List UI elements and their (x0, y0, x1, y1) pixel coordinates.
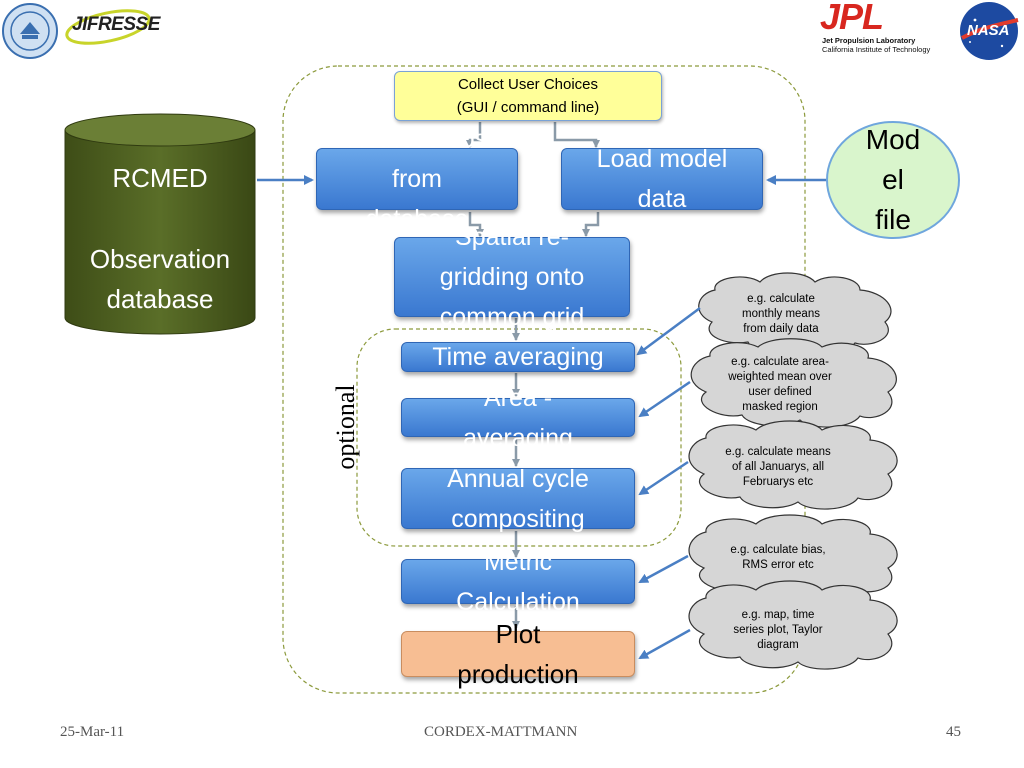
note-plot-types: e.g. map, time series plot, Taylor diagr… (708, 603, 848, 657)
model-file-line2: el (882, 164, 904, 195)
nasa-logo-text: NASA (967, 22, 1010, 39)
note2-line1: e.g. calculate area- (731, 356, 829, 368)
metric-calculation-box: Metric Calculation (401, 548, 635, 616)
time-averaging-box: Time averaging (401, 342, 635, 372)
retrieve-line2: from (392, 165, 442, 193)
note-bias-rms: e.g. calculate bias, RMS error etc (708, 538, 848, 578)
note5-line2: series plot, Taylor (733, 623, 823, 636)
spatial-regridding-box: Spatial re- gridding onto common grid (394, 223, 630, 331)
time-line1: Time averaging (432, 343, 604, 371)
arrow-note1-to-time (636, 306, 701, 356)
plot-line2: production (457, 659, 579, 689)
retrieve-obs-box: Retrieve obs from database (316, 125, 518, 233)
database-label: RCMED Observation database (65, 158, 255, 319)
retrieve-line3: database (365, 205, 469, 233)
jpl-logo-line1: Jet Propulsion Laboratory (822, 36, 916, 45)
footer-page-number: 45 (946, 724, 961, 740)
cloud-note-2 (690, 338, 897, 428)
plot-production-box: Plot production (401, 619, 635, 689)
regrid-line1: Spatial re- (455, 223, 569, 251)
cloud-note-3 (688, 420, 898, 510)
annual-cycle-box: Annual cycle compositing (401, 465, 635, 533)
metric-line2: Calculation (456, 587, 580, 616)
database-subtitle-line1: Observation (89, 244, 231, 274)
note4-line2: RMS error etc (742, 559, 814, 571)
load-model-data-box: Load model data (561, 145, 763, 213)
note1-line1: e.g. calculate (747, 292, 815, 305)
note2-line2: weighted mean over (728, 371, 832, 383)
optional-label: optional (331, 384, 360, 470)
note5-line1: e.g. map, time (741, 608, 815, 621)
note2-line4: masked region (742, 401, 818, 413)
footer-date: 25-Mar-11 (60, 724, 125, 740)
note-area-weighted: e.g. calculate area- weighted mean over … (712, 350, 848, 420)
jpl-logo-line2: California Institute of Technology (822, 45, 931, 54)
arrow-note2-to-area (638, 380, 691, 418)
load-line1: Load model (596, 145, 728, 173)
nasa-logo-mark (960, 2, 1019, 60)
university-seal-logo (2, 3, 58, 59)
arrow-collect-to-retrieve (466, 122, 482, 148)
jpl-logo-mark (818, 4, 916, 30)
area-averaging-box: Area - averaging (401, 384, 635, 452)
note3-line3: Februarys etc (742, 475, 814, 488)
metric-line1: Metric (483, 547, 553, 576)
collect-user-choices-box: Collect User Choices (GUI / command line… (394, 71, 662, 121)
model-file-circle (826, 121, 960, 239)
arrow-note3-to-annual (638, 460, 689, 496)
cloud-note-4 (688, 514, 898, 601)
annual-line1: Annual cycle (447, 464, 589, 493)
jifresse-logo-text: JIFRESSE (72, 14, 160, 35)
note3-line1: e.g. calculate means (725, 445, 831, 458)
model-file-line3: file (875, 204, 911, 235)
arrow-note5-to-plot (638, 628, 691, 660)
cloud-note-5 (688, 580, 898, 670)
note-annual-means: e.g. calculate means of all Januarys, al… (708, 440, 848, 494)
note1-line3: from daily data (743, 322, 819, 335)
note2-line3: user defined (748, 386, 812, 398)
regrid-line2: gridding onto (439, 263, 585, 291)
model-file-line1: Mod (865, 124, 921, 155)
model-file-label: Mod el file (827, 120, 959, 240)
optional-container (356, 328, 682, 547)
collect-line2: (GUI / command line) (456, 99, 600, 116)
database-subtitle-line2: database (106, 284, 214, 314)
retrieve-line1: Retrieve obs (346, 125, 488, 153)
area-line1: Area - (483, 383, 553, 412)
note3-line2: of all Januarys, all (731, 460, 825, 473)
note5-line3: diagram (757, 638, 799, 651)
note1-line2: monthly means (742, 307, 820, 320)
database-cylinder (64, 113, 256, 335)
plot-line1: Plot (495, 619, 541, 649)
arrow-retrieve-to-regrid (468, 212, 484, 237)
arrow-load-to-regrid (582, 212, 600, 237)
arrow-collect-to-load (553, 122, 600, 148)
jpl-logo-text: JPL (820, 0, 884, 37)
footer-title: CORDEX-MATTMANN (424, 724, 578, 740)
annual-line2: compositing (451, 504, 585, 533)
regrid-line3: common grid (439, 303, 585, 331)
arrow-note4-to-metric (638, 554, 689, 584)
load-line2: data (637, 185, 687, 213)
collect-line1: Collect User Choices (457, 76, 599, 93)
database-title: RCMED (112, 163, 208, 193)
jifresse-logo-mark (65, 9, 151, 45)
area-line2: averaging (463, 423, 573, 452)
note-monthly-means: e.g. calculate monthly means from daily … (716, 287, 846, 341)
note4-line1: e.g. calculate bias, (730, 544, 826, 556)
cloud-note-1 (698, 272, 892, 354)
